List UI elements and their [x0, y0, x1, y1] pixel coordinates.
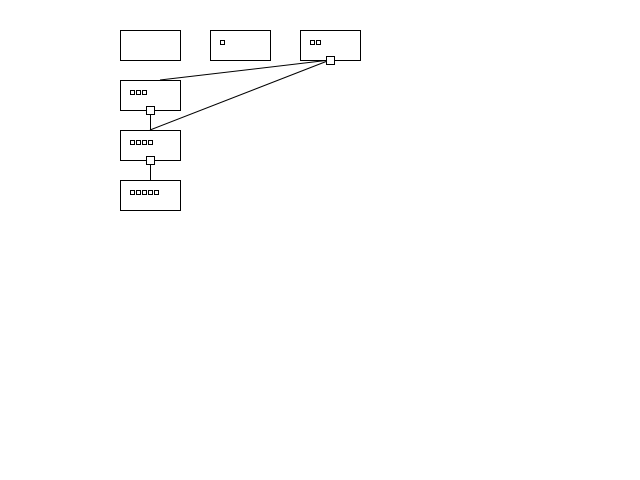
glyph-box [148, 140, 153, 145]
glyph-box [136, 190, 141, 195]
edge-n3-n2 [159, 59, 331, 81]
diagram-node-4[interactable] [120, 130, 181, 161]
glyph-box [142, 90, 147, 95]
diagram-node-5[interactable] [120, 180, 181, 211]
glyph-box [142, 140, 147, 145]
diagram-node-0[interactable] [120, 30, 181, 61]
node-glyphs [130, 190, 159, 195]
node-glyphs [130, 140, 153, 145]
glyph-box [148, 190, 153, 195]
connection-port-node-2[interactable] [326, 56, 335, 65]
glyph-box [136, 140, 141, 145]
node-glyphs [130, 90, 147, 95]
glyph-box [220, 40, 225, 45]
glyph-box [130, 90, 135, 95]
diagram-node-3[interactable] [120, 80, 181, 111]
node-glyphs [310, 40, 321, 45]
diagram-node-2[interactable] [300, 30, 361, 61]
edge-n4-n2 [149, 59, 331, 131]
node-glyphs [220, 40, 225, 45]
glyph-box [130, 140, 135, 145]
connection-port-node-4[interactable] [146, 156, 155, 165]
connection-port-node-3[interactable] [146, 106, 155, 115]
glyph-box [154, 190, 159, 195]
glyph-box [136, 90, 141, 95]
glyph-box [310, 40, 315, 45]
glyph-box [130, 190, 135, 195]
diagram-node-1[interactable] [210, 30, 271, 61]
glyph-box [316, 40, 321, 45]
glyph-box [142, 190, 147, 195]
